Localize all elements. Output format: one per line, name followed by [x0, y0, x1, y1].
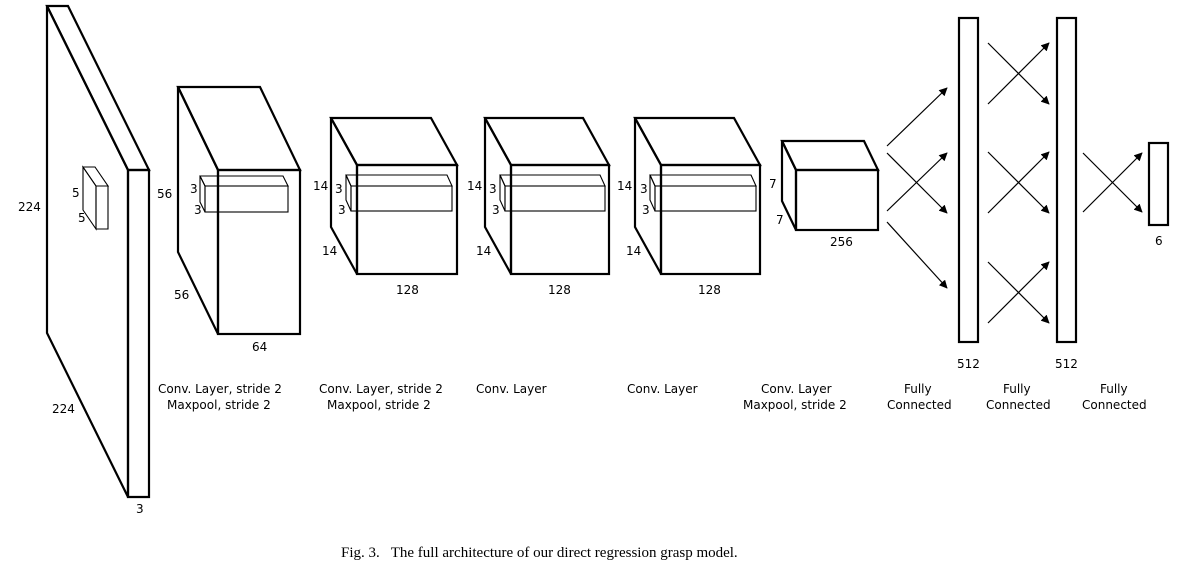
conv4-kernel — [649, 174, 757, 212]
fc2-bar — [1055, 16, 1078, 344]
fc1-size-label: 512 — [957, 357, 980, 371]
connection-arrow — [886, 221, 948, 289]
fc1-layer: 512 Fully Connected — [887, 16, 980, 412]
conv2-kernel — [345, 174, 453, 212]
output-size-label: 6 — [1155, 234, 1163, 248]
conv4-front-face — [659, 163, 762, 276]
conv5-to-fc1-connections — [886, 87, 948, 289]
input-depth-label: 3 — [136, 502, 144, 516]
input-width-label: 224 — [52, 402, 75, 416]
input-layer: 224 224 3 5 5 — [18, 4, 151, 516]
conv2-front-face — [355, 163, 459, 276]
input-kernel — [81, 165, 110, 231]
fc2-size-label: 512 — [1055, 357, 1078, 371]
conv1-depth-label: 64 — [252, 340, 267, 354]
conv5-block: 7 7 256 Conv. Layer Maxpool, stride 2 — [743, 139, 880, 412]
connection-arrow — [886, 87, 948, 147]
conv1-front-face — [216, 168, 302, 336]
connection-arrow — [1082, 152, 1143, 213]
input-kernel-width-label: 5 — [78, 211, 86, 225]
conv3-block: 14 14 128 3 3 Conv. Layer — [467, 116, 611, 396]
conv2-width-label: 14 — [322, 244, 337, 258]
figure-caption: Fig. 3. The full architecture of our dir… — [341, 545, 738, 561]
input-layer-top-face — [45, 4, 151, 172]
input-kernel-height-label: 5 — [72, 186, 80, 200]
conv3-kernel-height-label: 3 — [489, 182, 497, 196]
conv2-kernel-height-label: 3 — [335, 182, 343, 196]
conv2-caption-line1: Conv. Layer, stride 2 — [319, 382, 443, 396]
conv5-top-face — [780, 139, 880, 172]
conv2-kernel-width-label: 3 — [338, 203, 346, 217]
conv2-depth-label: 128 — [396, 283, 419, 297]
input-height-label: 224 — [18, 200, 41, 214]
conv3-kernel-width-label: 3 — [492, 203, 500, 217]
fc3-caption-line2: Connected — [1082, 398, 1147, 412]
conv1-block: 56 56 64 3 3 Conv. Layer, stride 2 Maxpo… — [157, 85, 302, 412]
conv3-width-label: 14 — [476, 244, 491, 258]
conv3-top-face — [483, 116, 611, 167]
input-layer-side-face — [126, 168, 151, 499]
fc2-layer: 512 Fully Connected — [986, 16, 1078, 412]
fc2-to-output-connections — [1082, 152, 1143, 213]
conv3-kernel — [499, 174, 606, 212]
conv1-caption-line1: Conv. Layer, stride 2 — [158, 382, 282, 396]
input-layer-front-face — [45, 5, 130, 498]
conv2-caption-line2: Maxpool, stride 2 — [327, 398, 431, 412]
fc1-to-fc2-connections — [987, 42, 1050, 324]
connection-arrow — [886, 152, 948, 212]
connection-arrow — [987, 42, 1050, 105]
output-bar — [1147, 141, 1170, 227]
conv4-block: 14 14 128 3 3 Conv. Layer — [617, 116, 762, 396]
output-layer: 6 Fully Connected — [1082, 141, 1170, 412]
conv4-caption-line1: Conv. Layer — [627, 382, 698, 396]
conv5-depth-label: 256 — [830, 235, 853, 249]
conv2-top-face — [329, 116, 459, 167]
conv5-height-label: 7 — [769, 177, 777, 191]
fc2-caption-line1: Fully — [1003, 382, 1031, 396]
conv2-block: 14 14 128 3 3 Conv. Layer, stride 2 Maxp… — [313, 116, 459, 412]
conv4-kernel-width-label: 3 — [642, 203, 650, 217]
conv1-kernel — [199, 175, 289, 213]
conv4-kernel-height-label: 3 — [640, 182, 648, 196]
conv4-top-face — [633, 116, 762, 167]
fc2-caption-line2: Connected — [986, 398, 1051, 412]
conv5-caption-line2: Maxpool, stride 2 — [743, 398, 847, 412]
fc1-caption-line2: Connected — [887, 398, 952, 412]
conv1-caption-line2: Maxpool, stride 2 — [167, 398, 271, 412]
fc3-caption-line1: Fully — [1100, 382, 1128, 396]
conv3-front-face — [509, 163, 611, 276]
conv1-top-face — [176, 85, 302, 172]
conv1-width-label: 56 — [174, 288, 189, 302]
conv5-front-face — [794, 168, 880, 232]
conv1-kernel-width-label: 3 — [194, 203, 202, 217]
conv4-width-label: 14 — [626, 244, 641, 258]
conv2-height-label: 14 — [313, 179, 328, 193]
conv5-width-label: 7 — [776, 213, 784, 227]
conv3-height-label: 14 — [467, 179, 482, 193]
conv1-height-label: 56 — [157, 187, 172, 201]
connection-arrow — [987, 261, 1050, 324]
conv3-caption-line1: Conv. Layer — [476, 382, 547, 396]
connection-arrow — [987, 151, 1050, 214]
conv5-caption-line1: Conv. Layer — [761, 382, 832, 396]
conv3-depth-label: 128 — [548, 283, 571, 297]
fc1-bar — [957, 16, 980, 344]
fc1-caption-line1: Fully — [904, 382, 932, 396]
conv4-depth-label: 128 — [698, 283, 721, 297]
conv4-height-label: 14 — [617, 179, 632, 193]
connection-arrow — [886, 152, 948, 214]
conv1-kernel-height-label: 3 — [190, 182, 198, 196]
